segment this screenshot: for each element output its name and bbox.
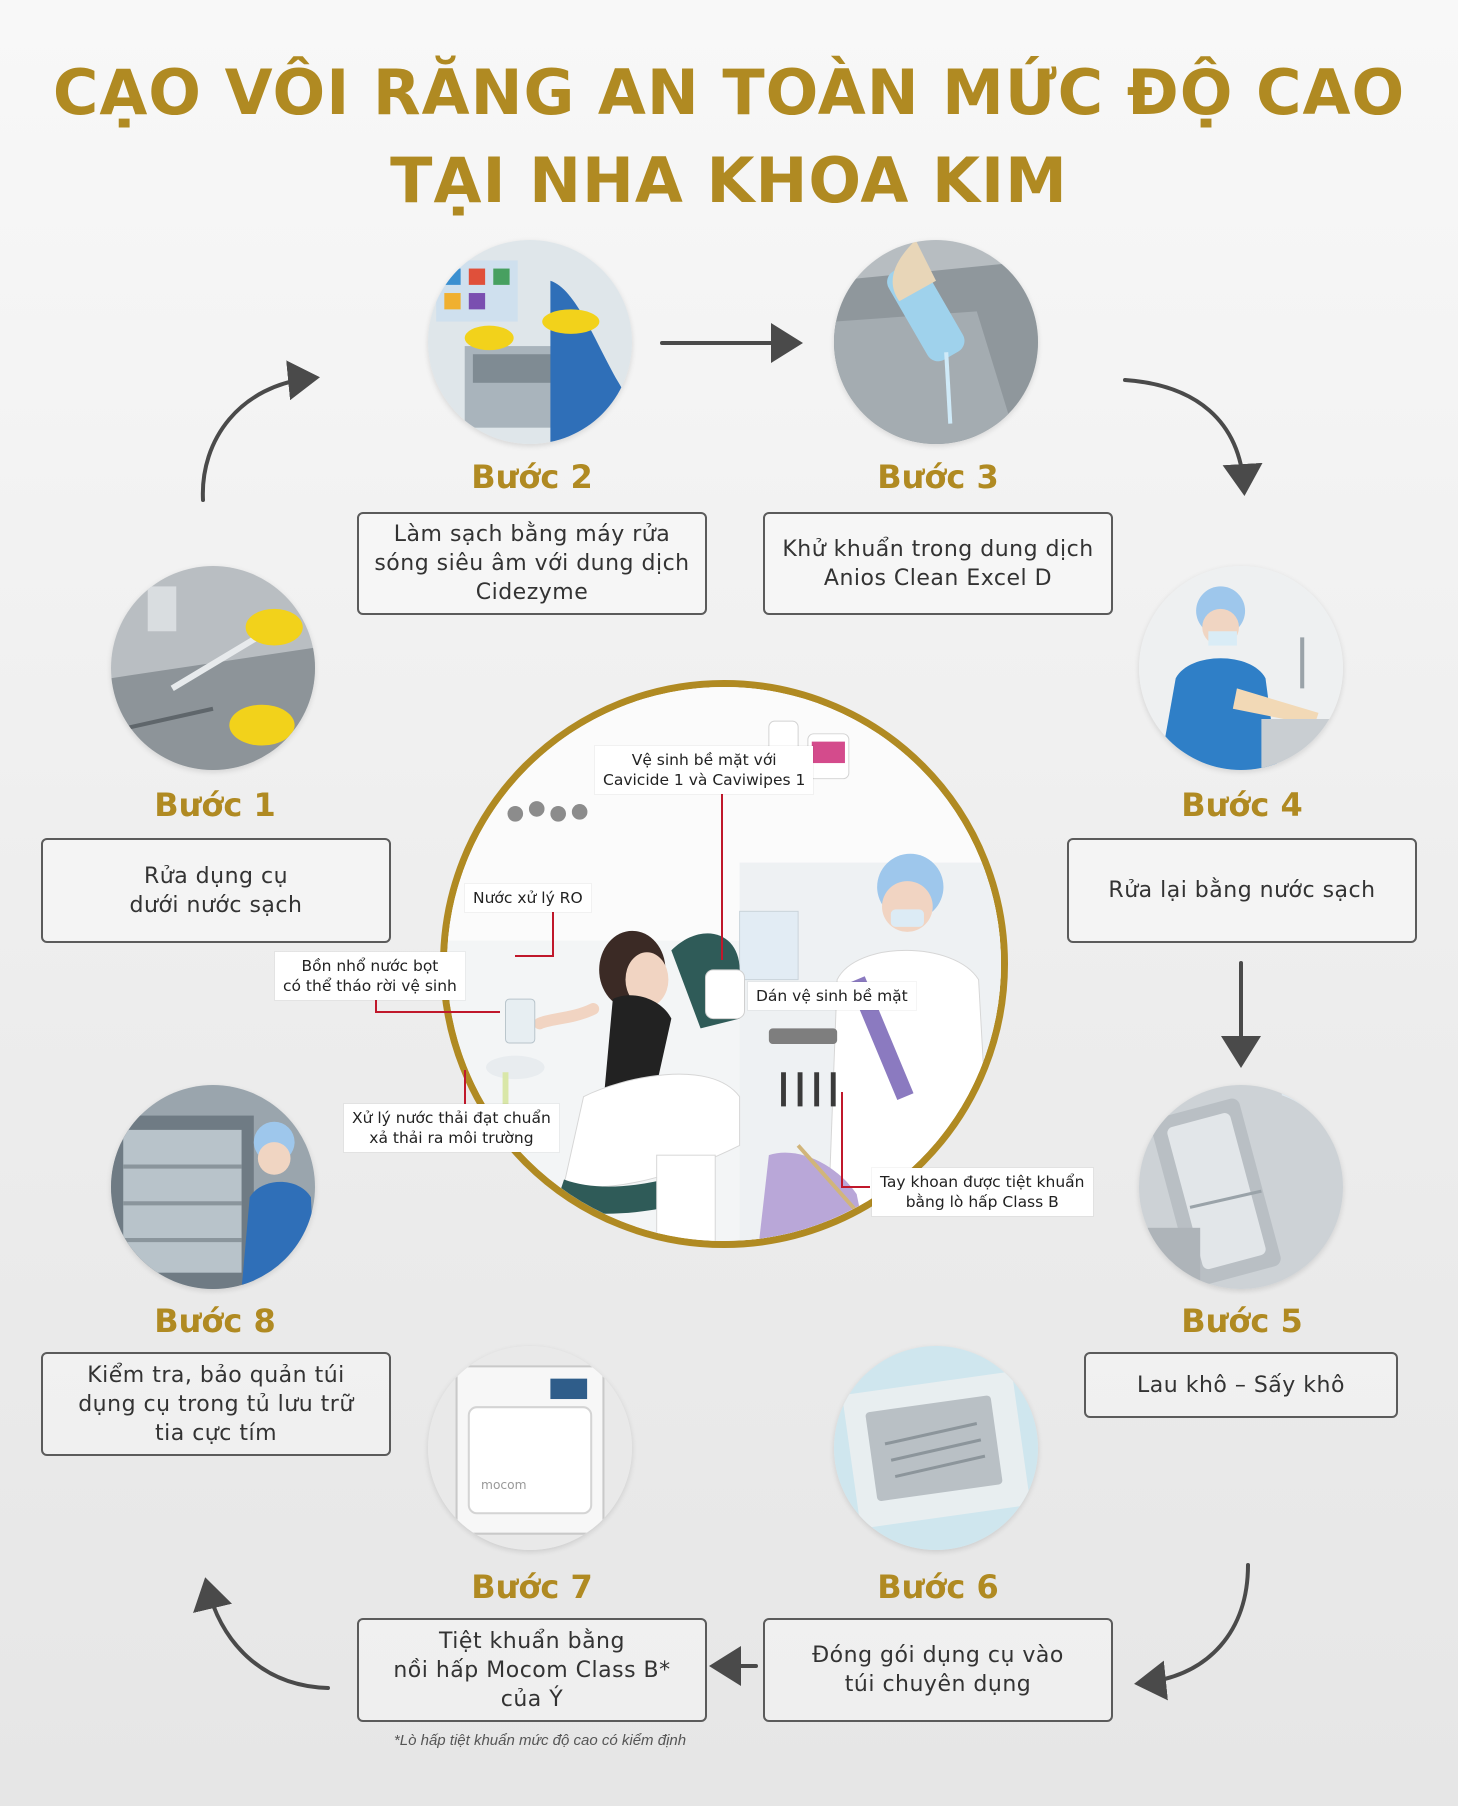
uv-cabinet-photo bbox=[111, 1085, 315, 1289]
footnote: *Lò hấp tiệt khuẩn mức độ cao có kiểm đị… bbox=[393, 1732, 687, 1749]
svg-text:mocom: mocom bbox=[481, 1478, 527, 1492]
callout-ro-water: Nước xử lý RO bbox=[465, 884, 591, 912]
step-1-label: Bước 1 bbox=[154, 786, 276, 824]
washing-tools-photo bbox=[111, 566, 315, 770]
step-2-description: Làm sạch bằng máy rửa sóng siêu âm với d… bbox=[357, 512, 707, 615]
step-1-description: Rửa dụng cụ dưới nước sạch bbox=[41, 838, 391, 943]
step-8-label: Bước 8 bbox=[154, 1302, 276, 1340]
arrow-step5-to-step6 bbox=[1134, 1563, 1250, 1701]
drying-tray-photo bbox=[1139, 1085, 1343, 1289]
step-3-label: Bước 3 bbox=[877, 458, 999, 496]
arrow-step3-to-step4 bbox=[1123, 378, 1263, 496]
rinse-photo bbox=[1139, 566, 1343, 770]
callout-surface-cleaning: Vệ sinh bề mặt với Cavicide 1 và Caviwip… bbox=[595, 746, 814, 794]
callout-handpiece-sterilization: Tay khoan được tiệt khuẩn bằng lò hấp Cl… bbox=[872, 1168, 1093, 1216]
arrow-step1-to-step2 bbox=[200, 360, 320, 502]
callout-wastewater: Xử lý nước thải đạt chuẩn xả thải ra môi… bbox=[344, 1104, 559, 1152]
step-4-label: Bước 4 bbox=[1181, 786, 1303, 824]
step-4-description: Rửa lại bằng nước sạch bbox=[1067, 838, 1417, 943]
callout-surface-film: Dán vệ sinh bề mặt bbox=[748, 982, 916, 1010]
page-title-line2: TẠI NHA KHOA KIM bbox=[390, 144, 1068, 217]
step-2-label: Bước 2 bbox=[471, 458, 593, 496]
callout-removable-spittoon: Bồn nhổ nước bọt có thể tháo rời vệ sinh bbox=[275, 952, 465, 1000]
ultrasonic-cleaner-photo bbox=[428, 240, 632, 444]
step-5-description: Lau khô – Sấy khô bbox=[1084, 1352, 1398, 1418]
step-6-description: Đóng gói dụng cụ vào túi chuyên dụng bbox=[763, 1618, 1113, 1722]
autoclave-photo: mocom bbox=[428, 1346, 632, 1550]
step-7-label: Bước 7 bbox=[471, 1568, 593, 1606]
step-3-description: Khử khuẩn trong dung dịch Anios Clean Ex… bbox=[763, 512, 1113, 615]
page-title-line1: CẠO VÔI RĂNG AN TOÀN MỨC ĐỘ CAO bbox=[52, 56, 1406, 129]
arrow-step7-to-step8 bbox=[193, 1577, 330, 1690]
step-6-label: Bước 6 bbox=[877, 1568, 999, 1606]
disinfectant-pour-photo bbox=[834, 240, 1038, 444]
packaging-photo bbox=[834, 1346, 1038, 1550]
step-7-description: Tiệt khuẩn bằng nồi hấp Mocom Class B* c… bbox=[357, 1618, 707, 1722]
step-5-label: Bước 5 bbox=[1181, 1302, 1303, 1340]
step-8-description: Kiểm tra, bảo quản túi dụng cụ trong tủ … bbox=[41, 1352, 391, 1456]
